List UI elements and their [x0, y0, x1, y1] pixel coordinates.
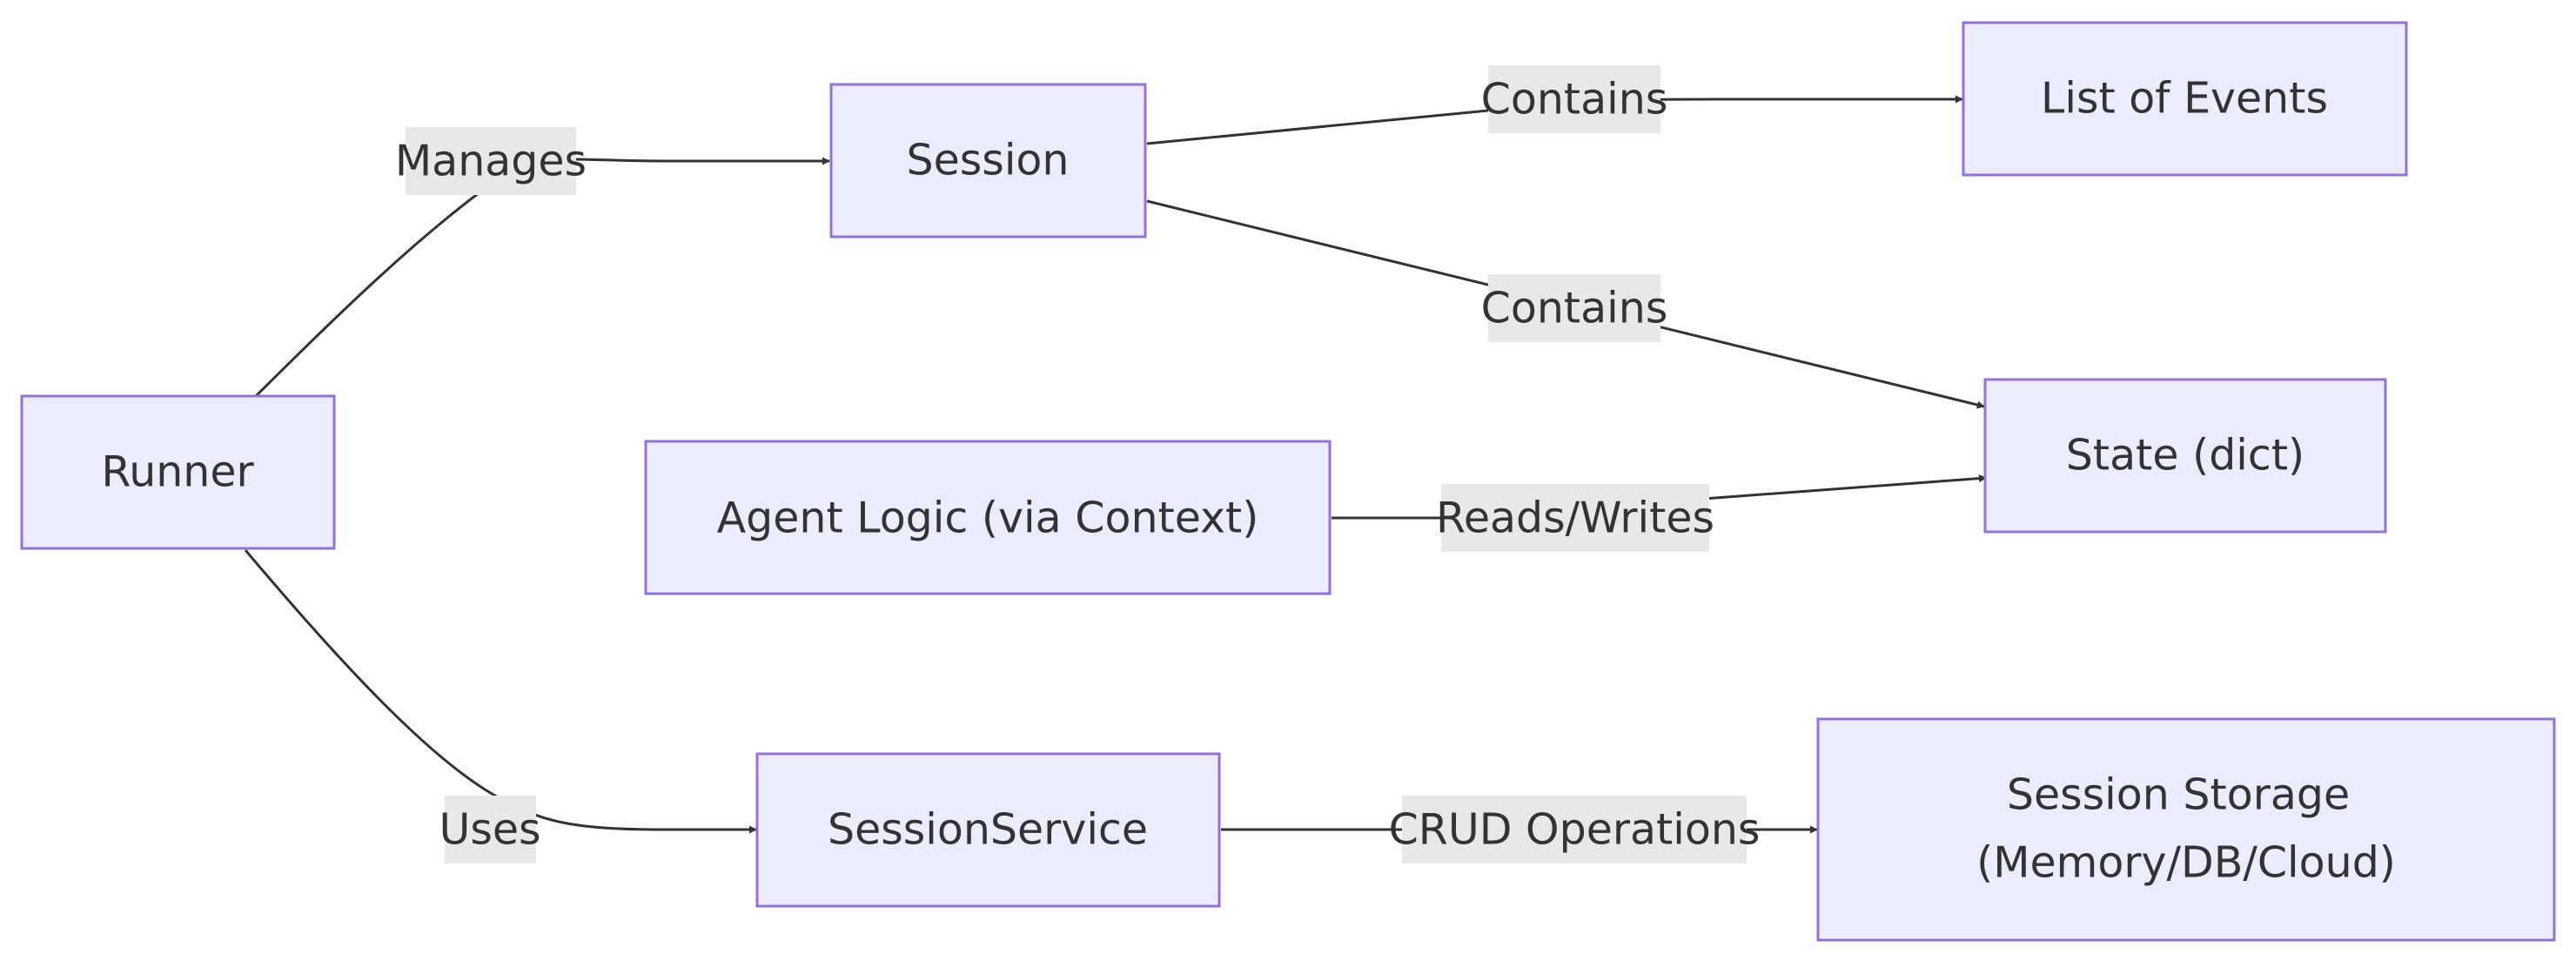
edge-runner-sessionservice: [244, 549, 757, 834]
edge-label-uses-text: Uses: [439, 805, 540, 855]
node-session: Session: [829, 83, 1147, 239]
node-session-service: SessionService: [755, 752, 1221, 908]
node-runner-label: Runner: [101, 447, 254, 497]
node-list-of-events-label: List of Events: [2041, 74, 2328, 124]
edge-labels: Manages Uses Contains Contains Reads/Wri…: [395, 65, 1760, 864]
node-agent-logic: Agent Logic (via Context): [644, 440, 1332, 595]
node-agent-logic-label: Agent Logic (via Context): [717, 494, 1259, 543]
edge-label-reads-writes-text: Reads/Writes: [1436, 494, 1714, 543]
edge-label-contains-events-text: Contains: [1481, 75, 1668, 124]
node-session-storage-label-line2: (Memory/DB/Cloud): [1976, 838, 2396, 888]
edge-label-contains-events: Contains: [1481, 65, 1668, 133]
edge-label-uses: Uses: [439, 796, 541, 864]
edge-label-crud-operations: CRUD Operations: [1389, 796, 1761, 864]
edge-label-contains-state-text: Contains: [1481, 284, 1668, 333]
node-runner: Runner: [20, 394, 336, 550]
node-session-service-label: SessionService: [828, 805, 1148, 855]
node-state-label: State (dict): [2066, 431, 2304, 480]
edge-label-contains-state: Contains: [1481, 274, 1668, 342]
edge-label-reads-writes: Reads/Writes: [1436, 484, 1714, 552]
edge-label-manages: Manages: [395, 127, 587, 195]
edge-label-crud-operations-text: CRUD Operations: [1389, 805, 1761, 855]
node-session-label: Session: [907, 136, 1070, 185]
node-session-storage: Session Storage (Memory/DB/Cloud): [1816, 717, 2556, 942]
node-session-storage-label-line1: Session Storage: [2007, 770, 2350, 820]
node-state: State (dict): [1983, 378, 2387, 534]
edge-label-manages-text: Manages: [395, 137, 587, 186]
nodes: Runner Session Agent Logic (via Context)…: [20, 21, 2556, 942]
node-list-of-events: List of Events: [1962, 21, 2408, 177]
